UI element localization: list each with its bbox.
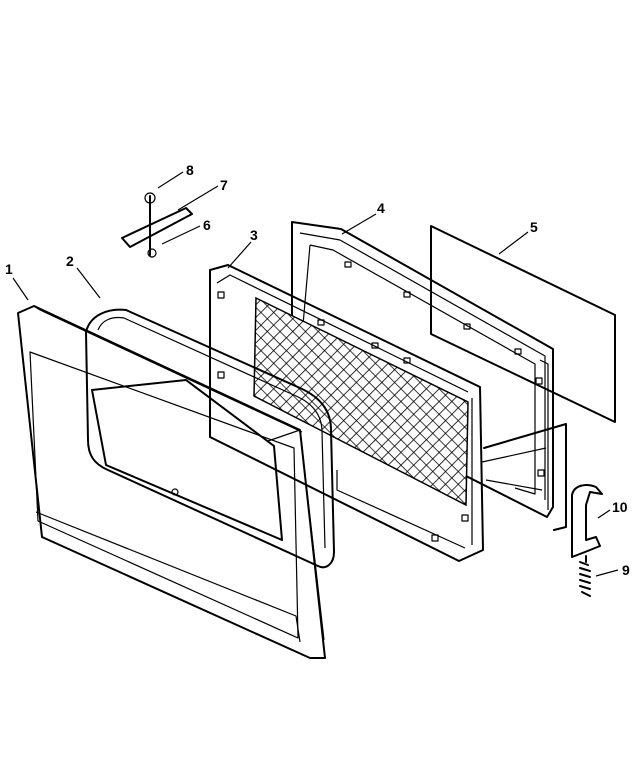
callout-7: 7 [220,177,228,193]
callout-4: 4 [377,200,385,216]
part-3-mesh-screen [209,264,484,562]
callout-5: 5 [530,219,538,235]
callout-8: 8 [186,162,194,178]
part-10-latch-hook [571,484,603,558]
callout-1: 1 [5,261,13,277]
callout-3: 3 [250,227,258,243]
part-5-film-sheet [430,225,616,423]
part-9-spring [579,555,591,597]
callout-2: 2 [66,253,74,269]
part-6-8-latch-bracket-assembly [121,192,193,258]
leader-arrows [12,171,619,577]
callout-labels: 1 2 3 4 5 6 7 8 9 10 [5,162,630,578]
callout-10: 10 [612,499,628,515]
part-2-window-panel [85,308,335,569]
callout-9: 9 [622,562,630,578]
callout-6: 6 [203,217,211,233]
part-1-door-frame [17,305,326,659]
